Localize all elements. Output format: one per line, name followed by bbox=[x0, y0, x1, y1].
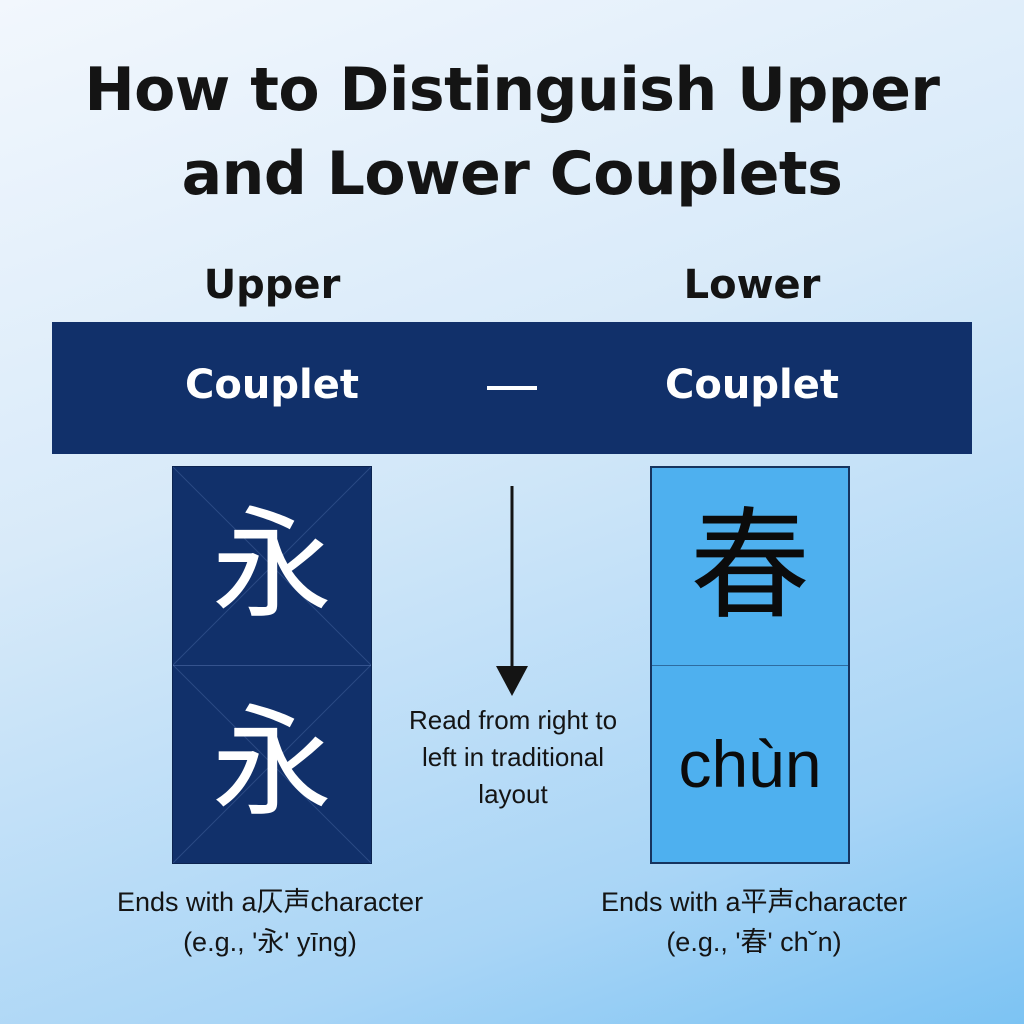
note-line-2: left in traditional bbox=[421, 742, 605, 772]
upper-couplet-panel: 永 永 bbox=[172, 466, 372, 864]
lower-caption-line-2: (e.g., '春' ch˘n) bbox=[666, 927, 842, 957]
arrow-down-icon bbox=[496, 486, 528, 696]
lower-bottom-pinyin: chùn bbox=[678, 726, 822, 801]
panel-divider bbox=[173, 665, 371, 666]
upper-bottom-cell: 永 bbox=[173, 665, 371, 863]
lower-top-cell: 春 bbox=[652, 468, 848, 665]
lower-top-character: 春 bbox=[690, 496, 810, 636]
reading-direction-note: Read from right to left in traditional l… bbox=[382, 702, 644, 813]
lower-couplet-text: Couplet bbox=[665, 362, 839, 408]
upper-bottom-character: 永 bbox=[212, 694, 332, 833]
band-separator-dash bbox=[487, 386, 537, 390]
upper-top-cell: 永 bbox=[173, 467, 371, 665]
panel-divider bbox=[652, 665, 848, 666]
note-line-1: Read from right to bbox=[408, 705, 618, 735]
upper-couplet-text: Couplet bbox=[185, 362, 359, 408]
lower-caption-line-1: Ends with a平声character bbox=[600, 887, 908, 917]
upper-caption: Ends with a仄声character (e.g., '永' yīng) bbox=[40, 882, 500, 962]
upper-label: Upper bbox=[203, 262, 341, 308]
lower-label: Lower bbox=[683, 262, 821, 308]
lower-couplet-panel: 春 chùn bbox=[650, 466, 850, 864]
upper-top-character: 永 bbox=[212, 496, 332, 635]
note-line-3: layout bbox=[478, 779, 548, 809]
page-title: How to Distinguish Upper and Lower Coupl… bbox=[0, 48, 1024, 216]
title-line-1: How to Distinguish Upper bbox=[84, 55, 940, 125]
upper-caption-line-2: (e.g., '永' yīng) bbox=[183, 927, 357, 957]
lower-bottom-cell: chùn bbox=[652, 665, 848, 862]
title-line-2: and Lower Couplets bbox=[181, 139, 843, 209]
upper-caption-line-1: Ends with a仄声character bbox=[116, 887, 424, 917]
lower-caption: Ends with a平声character (e.g., '春' ch˘n) bbox=[524, 882, 984, 962]
